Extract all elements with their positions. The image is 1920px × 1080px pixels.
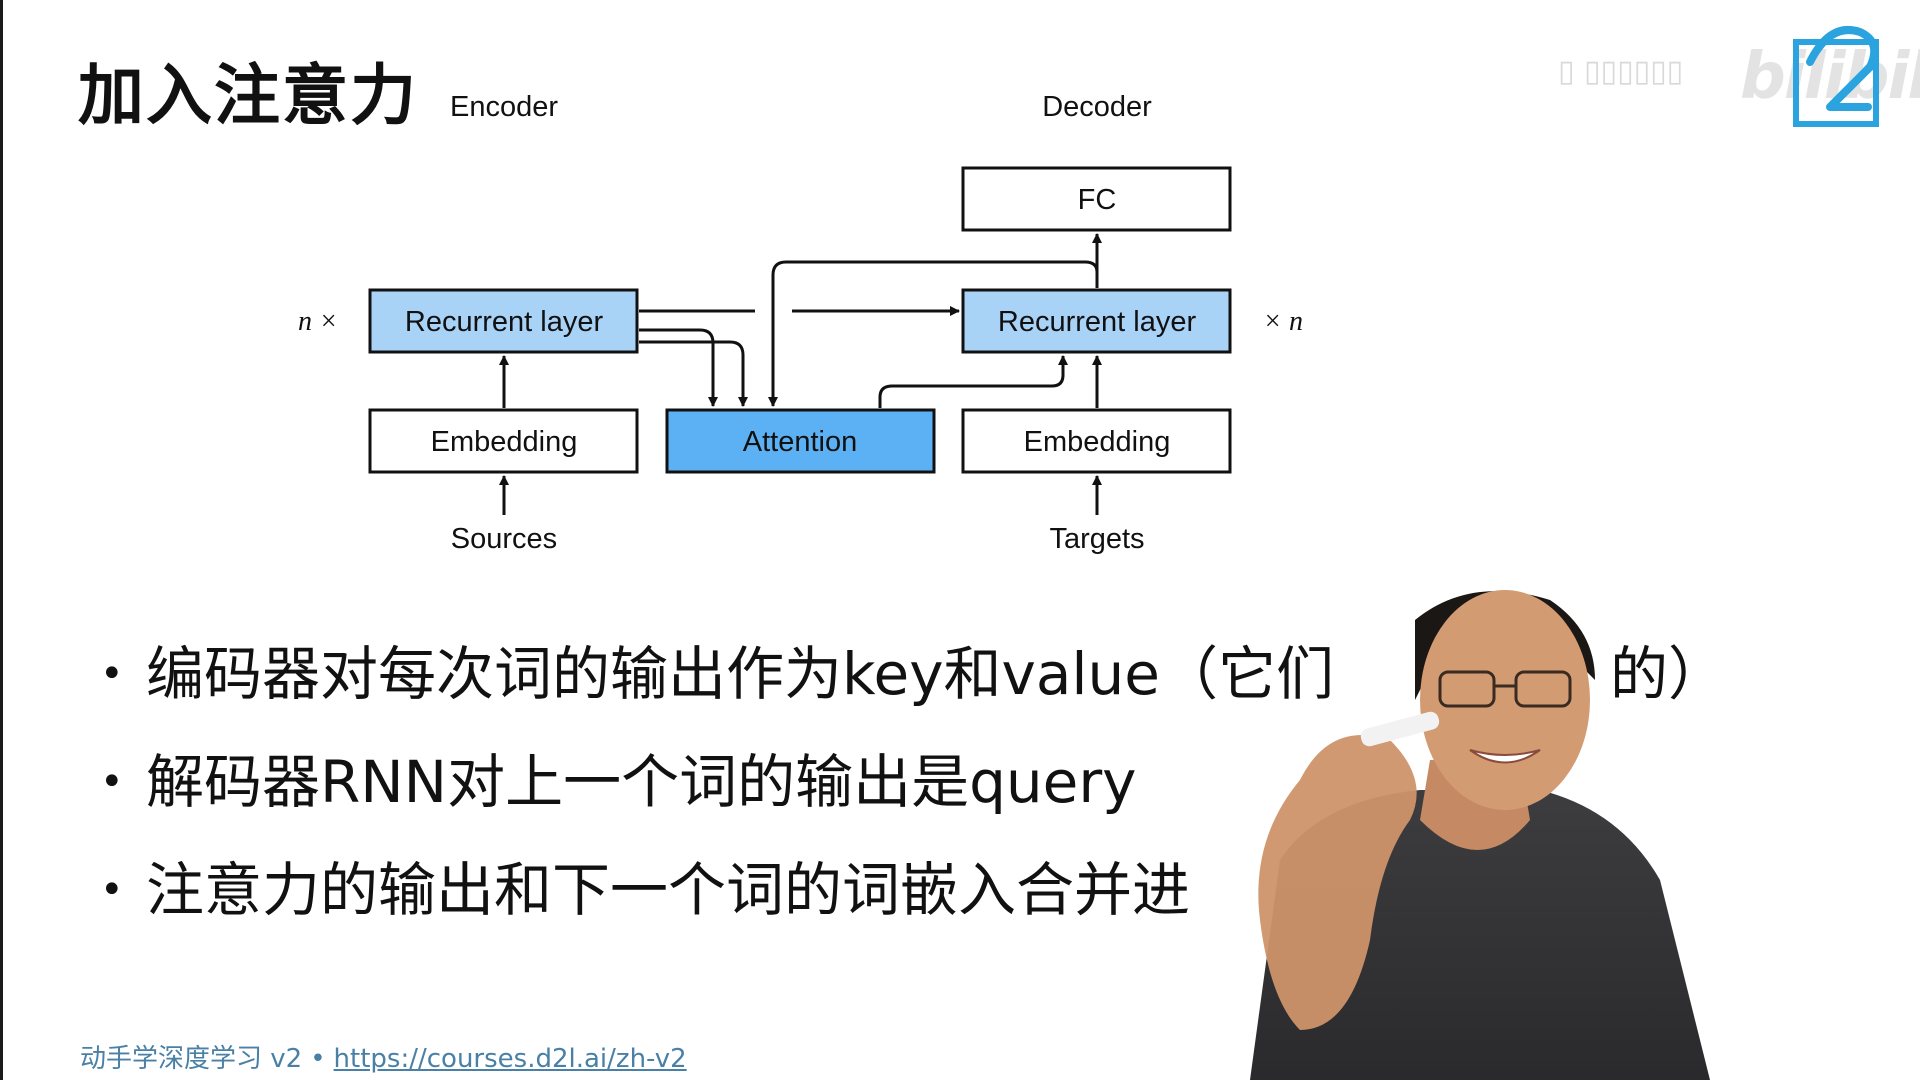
encoder-recurrent-layer-box: Recurrent layer bbox=[368, 288, 639, 354]
bullet-dot: • bbox=[100, 867, 124, 913]
decoder-recurrent-layer-label: Recurrent layer bbox=[998, 306, 1197, 338]
encoder-embedding-label: Embedding bbox=[431, 426, 578, 458]
arrow-encoder-to-attention-2 bbox=[639, 340, 748, 407]
bullet-1-tail: 的） bbox=[1610, 640, 1727, 708]
bullet-dot: • bbox=[100, 651, 124, 697]
presenter-glasses bbox=[1438, 670, 1572, 708]
bullet-text-2: 解码器RNN对上一个词的输出是query bbox=[146, 748, 1137, 816]
attention-box: Attention bbox=[665, 408, 936, 474]
nx-right-label: × n bbox=[1263, 306, 1303, 337]
left-border bbox=[0, 0, 3, 1080]
presenter-face bbox=[1420, 590, 1590, 810]
seq2seq-attention-diagram: Encoder Decoder n × × n FC Recurrent lay… bbox=[298, 91, 1303, 555]
footer-url-link[interactable]: https://courses.d2l.ai/zh-v2 bbox=[333, 1044, 687, 1074]
encoder-embedding-box: Embedding bbox=[368, 408, 639, 474]
decoder-label: Decoder bbox=[1042, 91, 1152, 123]
bullet-text-1: 编码器对每次词的输出作为key和value（它们 bbox=[146, 640, 1334, 708]
bullet-item-2: • 解码器RNN对上一个词的输出是query bbox=[100, 728, 1760, 836]
bullet-item-3: • 注意力的输出和下一个词的词嵌入合并进 bbox=[100, 836, 1760, 944]
footer-separator: • bbox=[310, 1044, 326, 1074]
arrow-attention-to-decoder-rnn bbox=[878, 355, 1068, 408]
fc-box: FC bbox=[961, 166, 1232, 232]
decoder-embedding-box: Embedding bbox=[961, 408, 1232, 474]
footer-course: 动手学深度学习 v2 bbox=[80, 1044, 303, 1074]
brand-faded-text: ▯ ▯▯▯▯▯▯ bbox=[1558, 54, 1684, 89]
presenter-chalk bbox=[1360, 711, 1440, 747]
decoder-embedding-label: Embedding bbox=[1024, 426, 1171, 458]
footer: 动手学深度学习 v2•https://courses.d2l.ai/zh-v2 bbox=[80, 1038, 687, 1075]
arrow-decoder-query-to-attention bbox=[768, 260, 1099, 407]
presenter-video-overlay bbox=[1250, 590, 1710, 1080]
brand-logo: ▯ ▯▯▯▯▯▯ bilibili bbox=[1500, 22, 1920, 132]
bullet-list: • 编码器对每次词的输出作为key和value（它们 • 解码器RNN对上一个词… bbox=[100, 620, 1760, 944]
targets-label: Targets bbox=[1049, 523, 1144, 555]
bullet-text-3: 注意力的输出和下一个词的词嵌入合并进 bbox=[146, 856, 1191, 924]
d2l-logo-icon bbox=[1793, 26, 1879, 127]
decoder-recurrent-layer-box: Recurrent layer bbox=[961, 288, 1232, 354]
encoder-label: Encoder bbox=[450, 91, 558, 123]
bullet-item-1: • 编码器对每次词的输出作为key和value（它们 bbox=[100, 620, 1760, 728]
bullet-dot: • bbox=[100, 759, 124, 805]
attention-label: Attention bbox=[743, 426, 857, 458]
nx-left-label: n × bbox=[298, 306, 338, 337]
fc-label: FC bbox=[1078, 184, 1117, 216]
encoder-recurrent-layer-label: Recurrent layer bbox=[405, 306, 604, 338]
slide-title: 加入注意力 bbox=[78, 57, 418, 134]
presenter-mouth bbox=[1469, 749, 1541, 764]
sources-label: Sources bbox=[451, 523, 557, 555]
presenter-hand bbox=[1258, 735, 1417, 1030]
